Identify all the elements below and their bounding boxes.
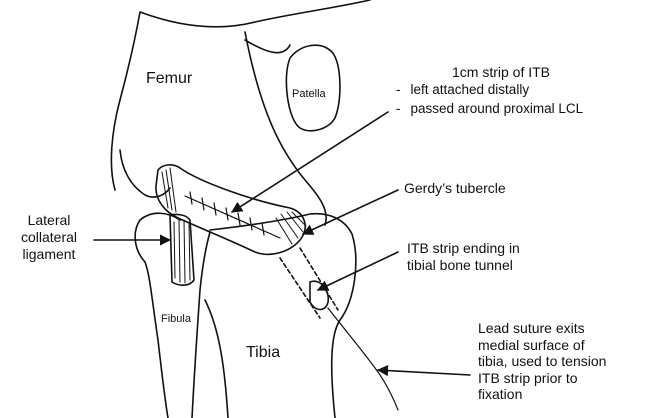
lead-suture-label-line: ITB strip prior to: [478, 370, 606, 387]
lcl-label-line: ligament: [10, 246, 88, 263]
tibia-outline: [205, 214, 356, 418]
patella-label: Patella: [292, 86, 326, 103]
lcl-striations: [174, 220, 190, 283]
lcl-label: Lateral collateral ligament: [10, 212, 88, 263]
lead-suture-arrow: [378, 370, 470, 375]
itb-end-label: ITB strip ending in tibial bone tunnel: [407, 240, 520, 274]
itb-fibers: [162, 168, 306, 244]
tibial-bone-tunnel: [280, 248, 338, 318]
itb-end-label-line: ITB strip ending in: [407, 240, 520, 257]
itb-suture-stitches: [185, 192, 280, 238]
lcl-label-line: Lateral: [10, 212, 88, 229]
tunnel-strip-end: [310, 281, 328, 309]
gerdys-tubercle-label: Gerdy’s tubercle: [404, 180, 506, 197]
itb-end-arrow: [318, 252, 398, 290]
itb-strip: [156, 165, 305, 255]
fibula-label: Fibula: [161, 311, 191, 328]
femur-label: Femur: [146, 70, 192, 87]
itb-bullet-item: - passed around proximal LCL: [396, 99, 583, 118]
bullet-text: left attached distally: [411, 80, 530, 99]
itb-title-arrow: [232, 112, 388, 212]
bullet-marker: -: [396, 80, 401, 99]
lcl-label-line: collateral: [10, 229, 88, 246]
itb-bullet-list: - left attached distally - passed around…: [396, 80, 583, 118]
lead-suture-label-line: tibia, used to tension: [478, 353, 606, 370]
tibia-label: Tibia: [246, 344, 280, 361]
itb-title: 1cm strip of ITB: [452, 64, 550, 81]
bullet-marker: -: [396, 99, 401, 118]
bullet-text: passed around proximal LCL: [411, 99, 584, 118]
lead-suture-label-line: fixation: [478, 386, 606, 403]
itb-end-label-line: tibial bone tunnel: [407, 257, 520, 274]
femur-outline: [111, 0, 370, 225]
lead-suture-label: Lead suture exits medial surface of tibi…: [478, 320, 606, 403]
itb-bullet-item: - left attached distally: [396, 80, 583, 99]
lead-suture-label-line: Lead suture exits: [478, 320, 606, 337]
lead-suture-label-line: medial surface of: [478, 337, 606, 354]
